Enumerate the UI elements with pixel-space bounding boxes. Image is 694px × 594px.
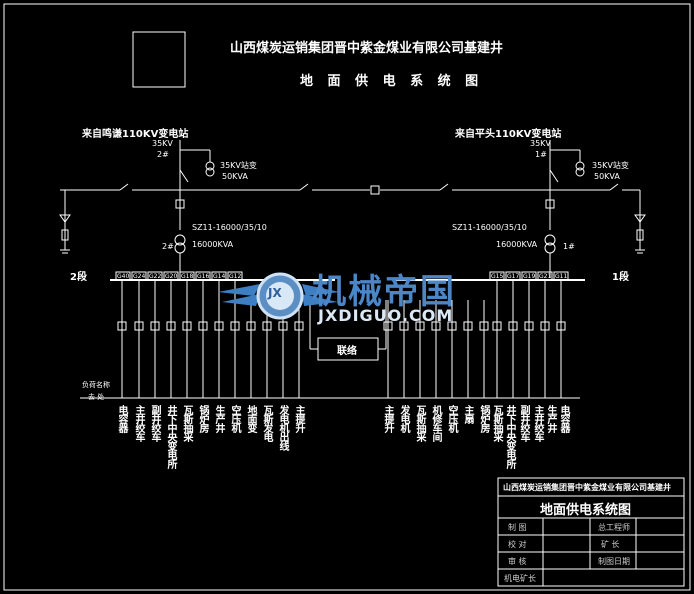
bay-label: G11 bbox=[555, 273, 568, 280]
bay-label: G15 bbox=[491, 273, 504, 280]
title-block-drawing: 地面供电系统图 bbox=[540, 503, 632, 518]
load-label: 瓦斯抽采 bbox=[414, 405, 425, 441]
right-main-tx-number: 1# bbox=[563, 242, 575, 251]
tb-cell: 机电矿长 bbox=[504, 574, 536, 583]
right-section-label: 1段 bbox=[612, 272, 629, 283]
load-label: 主井绞车 bbox=[133, 405, 144, 441]
bay-label: G14 bbox=[213, 273, 226, 280]
load-label: 瓦斯发电 bbox=[261, 405, 272, 441]
left-source-from: 来自鸣谦110KV变电站 bbox=[82, 129, 189, 140]
watermark-logo: JX 机械帝国 JXDIGUO.COM bbox=[210, 262, 500, 330]
bay-label: G20 bbox=[165, 273, 178, 280]
load-label: 副井绞车 bbox=[149, 405, 160, 441]
gear-wings-icon bbox=[218, 272, 340, 320]
row-label-dest: 去 处 bbox=[88, 393, 105, 401]
right-station-transformer: 35KV站变 bbox=[592, 161, 629, 170]
title-block-company: 山西煤炭运销集团晋中紫金煤业有限公司基建井 bbox=[503, 483, 671, 492]
load-label: 发电机出线 bbox=[277, 405, 288, 450]
left-main-tx-number: 2# bbox=[162, 242, 174, 251]
watermark-en: JXDIGUO.COM bbox=[318, 306, 454, 325]
title-block-frame bbox=[497, 477, 685, 587]
load-label: 生产井 bbox=[545, 405, 556, 432]
left-station-capacity: 50KVA bbox=[222, 172, 248, 181]
bay-label: G24 bbox=[133, 273, 146, 280]
bay-label: G19 bbox=[523, 273, 536, 280]
stamp-box bbox=[132, 31, 186, 88]
right-main-tx-capacity: 16000KVA bbox=[496, 240, 538, 249]
left-main-tx-capacity: 16000KVA bbox=[192, 240, 234, 249]
left-station-transformer: 35KV站变 bbox=[220, 161, 257, 170]
load-label: 地面变 bbox=[245, 405, 256, 432]
load-label: 电容器 bbox=[558, 405, 569, 432]
left-source-number: 2# bbox=[157, 150, 169, 159]
bay-label: G21 bbox=[539, 273, 552, 280]
load-label: 锅炉房 bbox=[478, 405, 489, 432]
tie-label: 联络 bbox=[337, 346, 357, 357]
load-label: 瓦斯抽采 bbox=[491, 405, 502, 441]
tb-cell: 总工程师 bbox=[598, 523, 630, 532]
load-label: 主提升 bbox=[382, 405, 393, 432]
load-label: 瓦斯抽采 bbox=[181, 405, 192, 441]
watermark-cn: 机械帝国 bbox=[312, 272, 456, 312]
bay-label: G12 bbox=[229, 273, 242, 280]
right-station-capacity: 50KVA bbox=[594, 172, 620, 181]
bay-label: G18 bbox=[181, 273, 194, 280]
bay-label: G16 bbox=[197, 273, 210, 280]
company-title: 山西煤炭运销集团晋中紫金煤业有限公司基建井 bbox=[230, 41, 504, 56]
right-main-tx-model: SZ11-16000/35/10 bbox=[452, 223, 527, 232]
left-main-tx-model: SZ11-16000/35/10 bbox=[192, 223, 267, 232]
load-label: 空压机 bbox=[229, 405, 240, 432]
bay-label: G40 bbox=[117, 273, 130, 280]
load-label: 生产井 bbox=[213, 405, 224, 432]
drawing-border bbox=[3, 3, 691, 591]
right-source-number: 1# bbox=[535, 150, 547, 159]
left-source-voltage: 35KV bbox=[152, 139, 173, 148]
tb-cell: 矿 长 bbox=[601, 540, 620, 549]
load-label: 副井绞车 bbox=[518, 405, 529, 441]
tb-cell: 审 核 bbox=[508, 557, 527, 566]
load-label: 井下中央变电所 bbox=[165, 405, 176, 468]
left-section-label: 2段 bbox=[70, 272, 87, 283]
load-label: 主井绞车 bbox=[532, 405, 543, 441]
load-label: 空压机 bbox=[446, 405, 457, 432]
right-source-from: 来自平头110KV变电站 bbox=[455, 129, 562, 140]
load-label: 机修车间 bbox=[430, 405, 441, 441]
load-label: 电容器 bbox=[116, 405, 127, 432]
bay-label: G22 bbox=[149, 273, 162, 280]
drawing-title: 地 面 供 电 系 统 图 bbox=[300, 74, 484, 89]
load-label: 锅炉房 bbox=[197, 405, 208, 432]
load-label: 发电机 bbox=[398, 405, 409, 432]
load-label: 主扇 bbox=[462, 405, 473, 423]
right-source-voltage: 35KV bbox=[530, 139, 551, 148]
tb-cell: 制 图 bbox=[508, 523, 527, 532]
load-label: 井下中央变电所 bbox=[504, 405, 515, 468]
watermark-badge: JX bbox=[268, 286, 282, 300]
load-label: 主提升 bbox=[293, 405, 304, 432]
row-label-load: 负荷名称 bbox=[82, 381, 110, 389]
bay-label: G17 bbox=[507, 273, 520, 280]
tb-cell: 校 对 bbox=[508, 540, 527, 549]
tb-cell: 制图日期 bbox=[598, 557, 630, 566]
